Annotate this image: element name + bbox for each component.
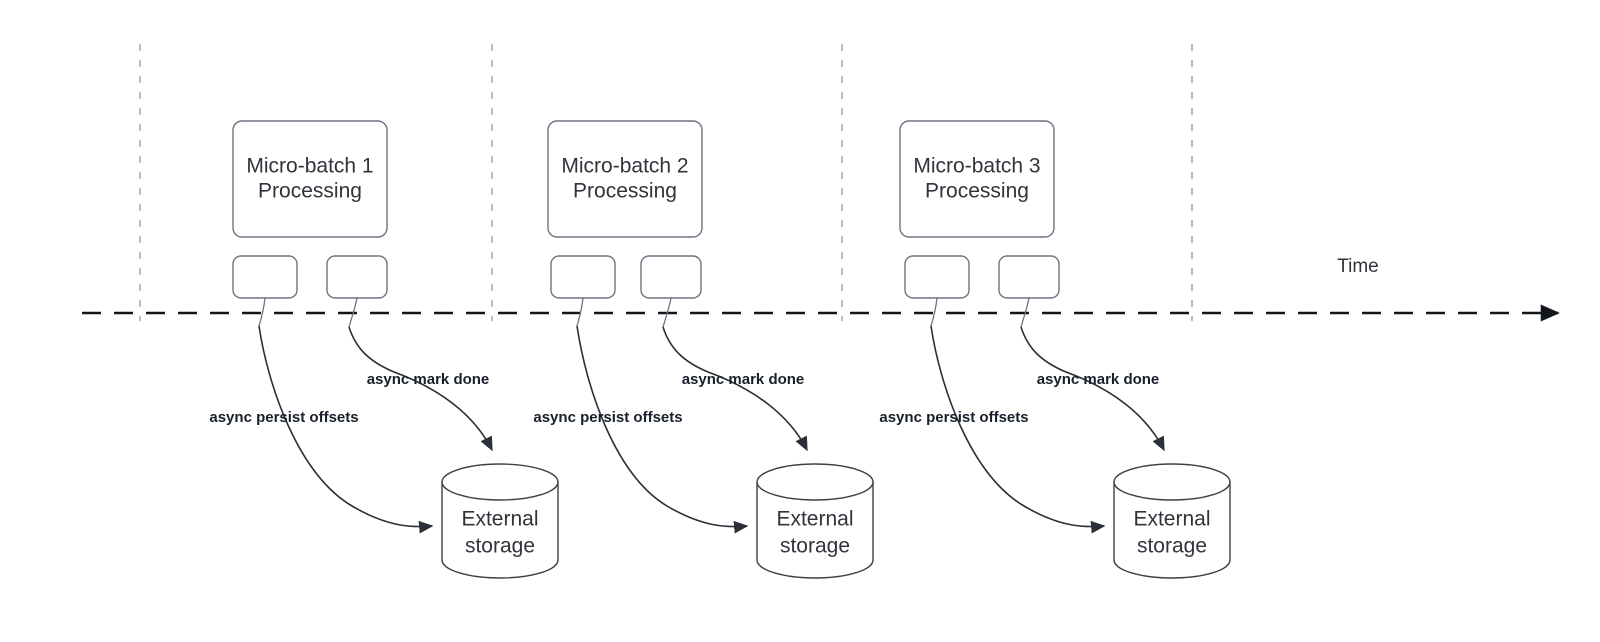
task-stem-1b — [348, 297, 358, 328]
microbatch-box-2[interactable] — [547, 120, 703, 238]
edge-async-persist-offsets-2 — [576, 325, 749, 534]
edge-async-mark-done-3 — [1020, 326, 1165, 452]
edge-async-mark-done-1 — [348, 326, 493, 452]
edge-label-async-mark-done-2: async mark done — [682, 371, 805, 388]
task-stem-2b — [662, 297, 672, 328]
task-box-3b[interactable] — [998, 255, 1060, 299]
task-box-1a[interactable] — [232, 255, 298, 299]
microbatch-box-3-line1: Micro-batch 3 — [913, 155, 1040, 178]
task-stem-3a — [930, 297, 938, 327]
task-stem-1a — [258, 297, 266, 327]
edge-label-async-persist-offsets-2: async persist offsets — [533, 409, 682, 426]
task-box-1b[interactable] — [326, 255, 388, 299]
task-stem-2a — [576, 297, 584, 327]
timeline-axis-label: Time — [1337, 256, 1379, 277]
microbatch-box-1-line1: Micro-batch 1 — [246, 155, 373, 178]
microbatch-box-3[interactable] — [899, 120, 1055, 238]
microbatch-box-1-line2: Processing — [258, 180, 362, 203]
microbatch-box-1[interactable] — [232, 120, 388, 238]
external-storage-1-line2: storage — [465, 535, 535, 558]
edge-label-async-mark-done-1: async mark done — [367, 371, 490, 388]
microbatch-box-3-line2: Processing — [925, 180, 1029, 203]
external-storage-2-line1: External — [776, 508, 853, 531]
external-storage-2-line2: storage — [780, 535, 850, 558]
edge-label-async-persist-offsets-1: async persist offsets — [209, 409, 358, 426]
batch-separators — [139, 44, 1193, 321]
task-stem-3b — [1020, 297, 1030, 328]
edge-async-mark-done-2 — [662, 326, 808, 452]
group-2: Micro-batch 2 Processing async persist o… — [533, 120, 874, 579]
microbatch-box-2-line1: Micro-batch 2 — [561, 155, 688, 178]
group-3: Micro-batch 3 Processing async persist o… — [879, 120, 1231, 579]
external-storage-3-line1: External — [1133, 508, 1210, 531]
microbatch-box-2-line2: Processing — [573, 180, 677, 203]
edge-label-async-mark-done-3: async mark done — [1037, 371, 1160, 388]
group-1: Micro-batch 1 Processing async persist o… — [209, 120, 559, 579]
edge-async-persist-offsets-1 — [258, 325, 434, 534]
external-storage-cylinder-1[interactable] — [441, 463, 559, 579]
external-storage-cylinder-2[interactable] — [756, 463, 874, 579]
task-box-3a[interactable] — [904, 255, 970, 299]
edge-label-async-persist-offsets-3: async persist offsets — [879, 409, 1028, 426]
task-box-2a[interactable] — [550, 255, 616, 299]
external-storage-3-line2: storage — [1137, 535, 1207, 558]
external-storage-cylinder-3[interactable] — [1113, 463, 1231, 579]
edge-async-persist-offsets-3 — [930, 325, 1106, 534]
external-storage-1-line1: External — [461, 508, 538, 531]
task-box-2b[interactable] — [640, 255, 702, 299]
